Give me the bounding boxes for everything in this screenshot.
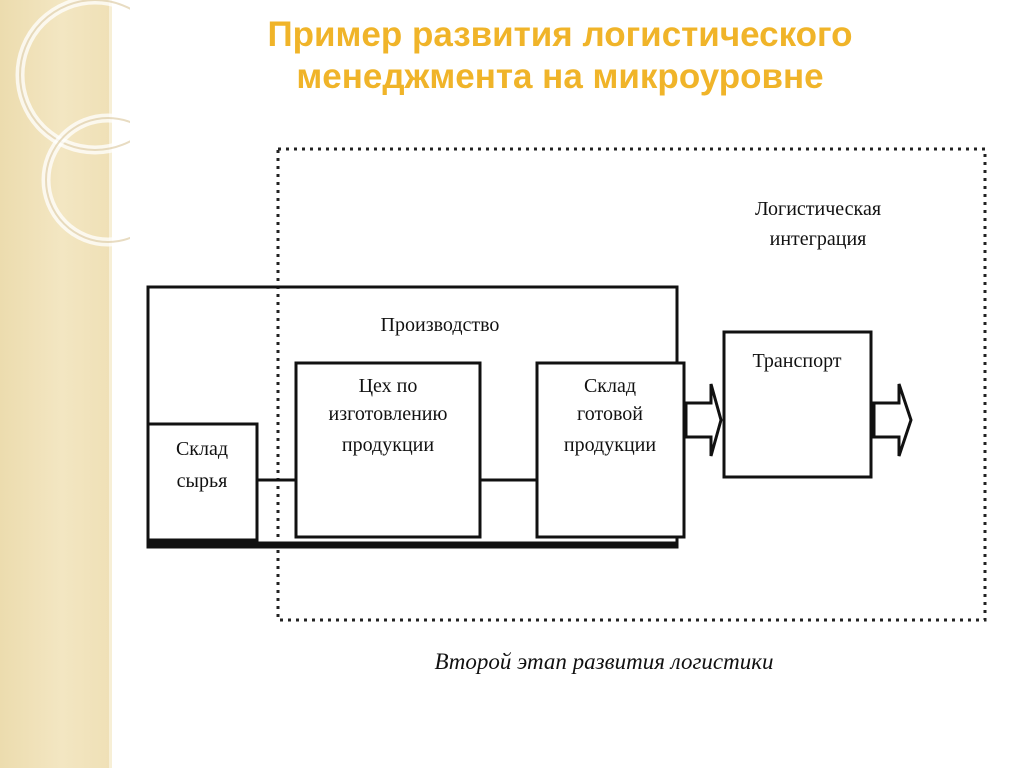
arrow-out-of-transport-icon [872,383,913,457]
integration-label-line-2: интеграция [770,228,867,250]
workshop-label-line-1: Цех по [359,375,418,397]
finished-warehouse-label-line-1: Склад [584,375,636,397]
integration-boundary [276,147,987,622]
workshop-label-line-2: изготовлению [329,403,448,425]
raw-warehouse-label-line-1: Склад [176,438,228,460]
production-label: Производство [381,314,500,336]
side-decoration-strip [0,0,112,768]
workshop-box [294,361,482,539]
slide-title-line-1: Пример развития логистического [267,15,853,54]
raw-warehouse-box [146,422,259,542]
transport-box [722,330,873,479]
finished-warehouse-label-line-3: продукции [564,434,656,456]
transport-label: Транспорт [752,350,841,372]
finished-warehouse-box [535,361,686,539]
arrow-to-transport-icon [684,383,723,457]
slide-title-line-2: менеджмента на микроуровне [296,57,824,96]
slide-title: Пример развития логистического менеджмен… [150,14,970,98]
finished-warehouse-label-line-2: готовой [577,403,643,425]
raw-warehouse-label-line-2: сырья [177,470,228,492]
decorative-rings [15,0,130,247]
workshop-label-line-3: продукции [342,434,434,456]
diagram-caption: Второй этап развития логистики [434,649,773,674]
integration-label-line-1: Логистическая [755,198,881,220]
